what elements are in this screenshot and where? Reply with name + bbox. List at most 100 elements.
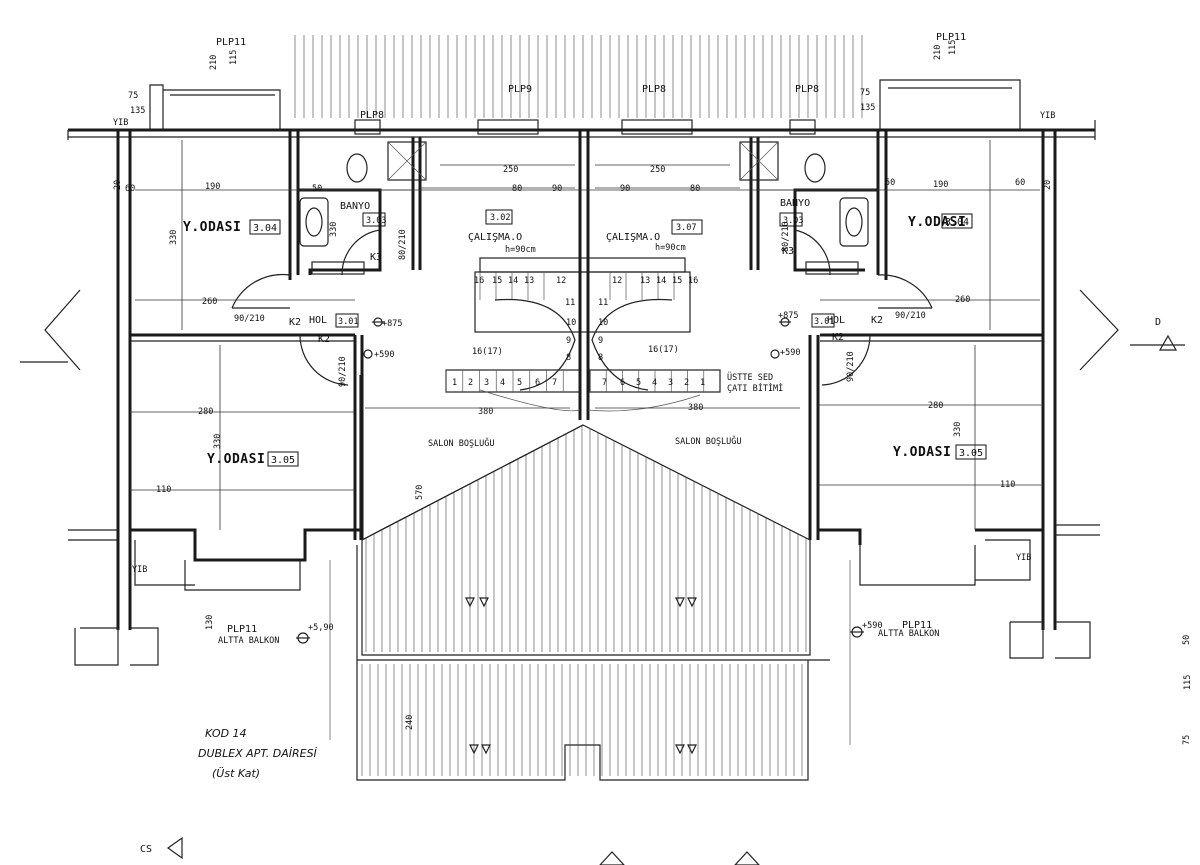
stair-step-number: 16 (688, 276, 698, 286)
room-code-right-bedroom-top: 3.04 (945, 217, 969, 228)
stair-step-number: 14 (656, 276, 666, 286)
label-k2-l1: K2 (289, 317, 301, 328)
dimension-number: 135 (130, 106, 145, 116)
room-code-right-bedroom-bottom: 3.05 (959, 448, 983, 459)
label-plp11-br: PLP11 (902, 620, 932, 631)
margin-dim-1: 50 (1182, 635, 1192, 645)
label-plp8-l: PLP8 (360, 110, 384, 121)
label-yib-bl: YIB (132, 565, 147, 575)
label-door-bath-l: 80/210 (398, 229, 408, 260)
stair-step-number: 4 (500, 378, 505, 388)
label-yib-tl: YIB (113, 118, 128, 128)
dimension-number: 330 (213, 434, 223, 449)
stair-step-number: 2 (684, 378, 689, 388)
dimension-number: 240 (405, 715, 415, 730)
stair-step-number: 7 (602, 378, 607, 388)
stair-step-number: 8 (566, 353, 571, 363)
stair-mark-r: 16(17) (648, 345, 679, 355)
level-875-r: +875 (778, 311, 798, 321)
stair-step-number: 16 (474, 276, 484, 286)
dimension-number: 20 (1043, 180, 1053, 190)
stair-step-number: 6 (535, 378, 540, 388)
dimension-number: 260 (202, 297, 217, 307)
label-k2-r1: K2 (871, 315, 883, 326)
room-code-left-hall: 3.01 (338, 317, 358, 327)
label-balcony-r: ALTTA BALKON (878, 629, 939, 639)
roof-note-1: ÜSTTE SED (727, 372, 773, 383)
dimension-number: 90 (620, 184, 630, 194)
room-code-right-study: 3.07 (676, 223, 696, 233)
room-code-right-bath: 3.03 (783, 216, 803, 226)
label-door-l: 90/210 (234, 314, 265, 324)
stair-step-number: 5 (517, 378, 522, 388)
stair-step-number: 7 (552, 378, 557, 388)
room-code-boxes (249, 209, 987, 467)
dimension-number: 190 (205, 182, 220, 192)
dimension-number: 280 (198, 407, 213, 417)
room-name-left-study: ÇALIŞMA.O (468, 232, 522, 243)
room-name-left-hall: HOL (309, 315, 327, 326)
label-plp8-c: PLP8 (642, 84, 666, 95)
stair-step-number: 1 (700, 378, 705, 388)
level-590-l: +590 (374, 350, 394, 360)
stair-step-number: 11 (565, 298, 575, 308)
dimension-number: 280 (928, 401, 943, 411)
dimension-number: 60 (125, 184, 135, 194)
dimension-number: 80 (512, 184, 522, 194)
roof-note-2: ÇATI BİTİMİ (727, 383, 783, 394)
staircase (445, 272, 721, 412)
svg-text:D: D (1155, 317, 1161, 328)
door-swings (231, 229, 933, 386)
dimension-number: 210 (933, 45, 943, 60)
room-code-left-bedroom-bottom: 3.05 (271, 455, 295, 466)
stair-step-number: 14 (508, 276, 518, 286)
bath-fixtures (299, 141, 869, 275)
stair-step-number: 8 (598, 353, 603, 363)
stair-step-number: 12 (612, 276, 622, 286)
dimension-number: 190 (933, 180, 948, 190)
level-590-r: +590 (780, 348, 800, 358)
label-k3-l: K3 (370, 252, 382, 263)
label-plp11-bl: PLP11 (227, 624, 257, 635)
label-plp11-tl: PLP11 (216, 37, 246, 48)
title-line-1: KOD 14 (205, 727, 247, 740)
title-line-2: DUBLEX APT. DAİRESİ (198, 747, 318, 760)
label-yib-br: YIB (1016, 553, 1031, 563)
room-name-right-study: ÇALIŞMA.O (606, 232, 660, 243)
stair-step-number: 3 (668, 378, 673, 388)
dimension-number: 130 (205, 615, 215, 630)
room-code-left-bedroom-top: 3.04 (253, 223, 277, 234)
margin-dim-2: 115 (1183, 675, 1193, 690)
stair-step-number: 10 (566, 318, 576, 328)
room-name-left-bath: BANYO (340, 201, 370, 212)
room-code-left-study: 3.02 (490, 213, 510, 223)
title-line-3: (Üst Kat) (212, 767, 260, 780)
label-plp11-tr: PLP11 (936, 32, 966, 43)
dimension-number: 115 (229, 50, 239, 65)
room-height-left-study: h=90cm (505, 245, 536, 255)
label-k2-r2: K2 (832, 332, 844, 343)
stair-mark-l: 16(17) (472, 347, 503, 357)
stair-step-number: 9 (566, 336, 571, 346)
stair-step-number: 2 (468, 378, 473, 388)
stair-step-number: 11 (598, 298, 608, 308)
dimension-number: 80 (690, 184, 700, 194)
stair-step-number: 12 (556, 276, 566, 286)
label-plp8-r: PLP8 (795, 84, 819, 95)
roof-hatch-bottom (329, 375, 851, 781)
dimension-number: 115 (948, 40, 958, 55)
dimension-number: 330 (169, 230, 179, 245)
dimension-number: 210 (209, 55, 219, 70)
svg-text:CS: CS (140, 844, 152, 855)
level-875-l: +875 (382, 319, 402, 329)
dimension-number: 250 (650, 165, 665, 175)
dimension-lines (130, 140, 1043, 530)
label-door-rv: 90/210 (846, 351, 856, 382)
dimension-number: 330 (953, 422, 963, 437)
dimension-number: 50 (312, 184, 322, 194)
room-name-right-hall: HOL (827, 315, 845, 326)
room-name-left-void: SALON BOŞLUĞU (428, 437, 495, 449)
